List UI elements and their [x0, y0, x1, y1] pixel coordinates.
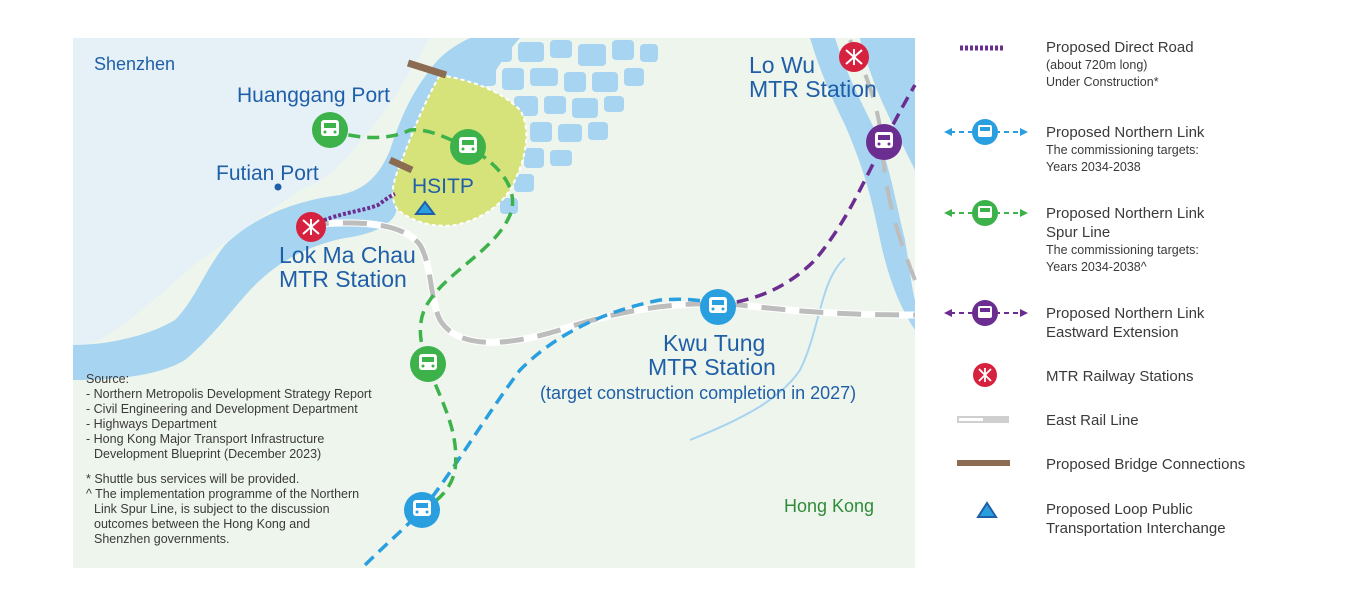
note-line: ^ The implementation programme of the No…	[86, 487, 360, 501]
east-rail-line-grey	[304, 220, 916, 345]
legend-eastward-extension: Proposed Northern Link Eastward Extensio…	[1046, 304, 1204, 342]
legend-northern-link-symbol	[944, 119, 1028, 145]
legend-sub: Years 2034-2038	[1046, 160, 1141, 174]
kwu-tung-label-1: Kwu Tung	[663, 330, 765, 356]
huanggang-station-icon	[312, 112, 348, 148]
source-line: Development Blueprint (December 2023)	[94, 447, 322, 461]
legend-sub: Years 2034-2038^	[1046, 260, 1147, 274]
legend-loop-interchange-symbol	[976, 501, 998, 518]
legend-title: Proposed Northern Link	[1046, 205, 1205, 222]
source-line: Source:	[86, 372, 130, 386]
legend-title: East Rail Line	[1046, 412, 1139, 429]
legend-mtr-symbol	[973, 363, 997, 387]
legend-northern-link: Proposed Northern Link The commissioning…	[1046, 123, 1204, 176]
mtr-lok-ma-chau-icon	[296, 212, 326, 242]
source-line: - Civil Engineering and Development Depa…	[86, 402, 358, 416]
legend-bridge-symbol	[957, 460, 1010, 466]
legend-title: Proposed Bridge Connections	[1046, 456, 1246, 473]
kwu-tung-station-icon	[700, 289, 736, 325]
legend-sub: The commissioning targets:	[1046, 243, 1199, 257]
legend-spur-line: Proposed Northern Link Spur Line The com…	[1046, 204, 1204, 276]
fish-ponds	[462, 40, 658, 214]
kwu-tung-label-3: (target construction completion in 2027)	[540, 383, 856, 403]
source-line: - Hong Kong Major Transport Infrastructu…	[86, 432, 325, 446]
legend-title: Proposed Northern Link	[1046, 305, 1205, 322]
source-line: - Northern Metropolis Development Strate…	[86, 387, 372, 401]
spur-line	[329, 128, 515, 514]
legend-east-rail-symbol	[957, 416, 1009, 423]
mtr-lo-wu-icon	[839, 42, 869, 72]
legend-bridge-connections: Proposed Bridge Connections	[1046, 455, 1245, 474]
legend-east-rail-line: East Rail Line	[1046, 411, 1139, 430]
lo-wu-extension-station-icon	[866, 124, 902, 160]
lok-ma-chau-label-2: MTR Station	[279, 266, 407, 292]
kwu-tung-label-2: MTR Station	[648, 354, 776, 380]
spur-station-icon	[410, 346, 446, 382]
legend-title: Eastward Extension	[1046, 324, 1179, 341]
legend-direct-road: Proposed Direct Road (about 720m long) U…	[1046, 38, 1194, 91]
huanggang-port-label: Huanggang Port	[237, 84, 390, 107]
northern-link-line	[363, 297, 719, 567]
legend-title: Proposed Loop Public	[1046, 501, 1193, 518]
stream	[689, 257, 846, 441]
bridge-north	[406, 59, 448, 79]
legend-mtr-stations: MTR Railway Stations	[1046, 367, 1194, 386]
legend-spur-line-symbol	[944, 200, 1028, 226]
legend-sub: The commissioning targets:	[1046, 143, 1199, 157]
hsitp-label: HSITP	[412, 175, 474, 198]
legend-sub: (about 720m long)	[1046, 58, 1148, 72]
note-line: Shenzhen governments.	[94, 532, 230, 546]
lo-wu-label-1: Lo Wu	[749, 52, 815, 78]
lo-wu-river	[810, 38, 915, 330]
legend-title: Spur Line	[1046, 224, 1111, 241]
bridge-south	[388, 156, 414, 174]
legend-sub: Under Construction*	[1046, 75, 1159, 89]
hsitp-station-icon	[450, 129, 486, 165]
legend-title: Proposed Direct Road	[1046, 39, 1194, 56]
futian-port-label: Futian Port	[216, 162, 319, 185]
legend-title: Proposed Northern Link	[1046, 124, 1205, 141]
shenzhen-river	[73, 38, 520, 380]
lok-ma-chau-label-1: Lok Ma Chau	[279, 242, 416, 268]
direct-road	[309, 192, 396, 228]
lo-wu-label-2: MTR Station	[749, 76, 877, 102]
legend-eastward-extension-symbol	[944, 300, 1028, 326]
loop-interchange-icon	[414, 200, 436, 215]
source-line: - Highways Department	[86, 417, 217, 431]
note-line: outcomes between the Hong Kong and	[94, 517, 311, 531]
legend-title: MTR Railway Stations	[1046, 368, 1194, 385]
legend-loop-interchange: Proposed Loop Public Transportation Inte…	[1046, 500, 1226, 538]
note-line: * Shuttle bus services will be provided.	[86, 472, 300, 486]
east-rail-line-north	[848, 39, 917, 281]
note-line: Link Spur Line, is subject to the discus…	[94, 502, 330, 516]
southern-station-icon	[404, 492, 440, 528]
legend-title: Transportation Interchange	[1046, 520, 1226, 537]
futian-port-dot	[274, 183, 282, 191]
eastward-extension-line	[717, 84, 917, 307]
shenzhen-label: Shenzhen	[94, 54, 175, 74]
hong-kong-label: Hong Kong	[784, 496, 874, 516]
source-notes: Source: - Northern Metropolis Developmen…	[86, 372, 416, 547]
